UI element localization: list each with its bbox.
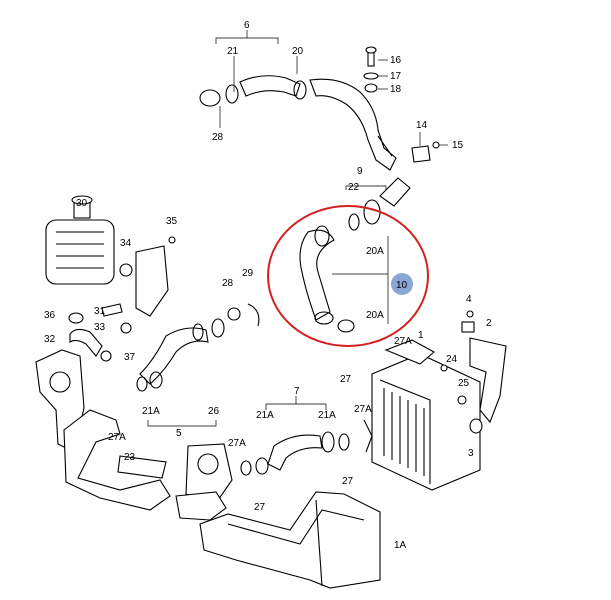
label-1: 1 (418, 330, 424, 341)
label-27A-left: 27A (108, 432, 126, 443)
label-5: 5 (176, 428, 182, 439)
label-37: 37 (124, 352, 136, 363)
label-30: 30 (76, 198, 88, 209)
label-7: 7 (294, 386, 300, 397)
callout-labels: 6 21 20 28 16 17 18 14 15 9 22 20A 10 20… (44, 20, 492, 551)
label-20A-lower: 20A (366, 310, 384, 321)
label-29: 29 (242, 268, 254, 279)
label-23: 23 (124, 452, 136, 463)
label-3: 3 (468, 448, 474, 459)
group-6-bracket (215, 30, 298, 128)
label-34: 34 (120, 238, 132, 249)
intercooler-1 (371, 339, 481, 491)
label-36: 36 (44, 310, 56, 321)
label-10: 10 (396, 280, 408, 291)
clip-14-15 (411, 132, 448, 163)
callout-badge-10 (391, 273, 413, 295)
label-15: 15 (452, 140, 464, 151)
label-20A-upper: 20A (366, 246, 384, 257)
label-21A-r2: 21A (318, 410, 336, 421)
label-21A-r1: 21A (256, 410, 274, 421)
charge-pipe-upper (199, 75, 397, 171)
label-22: 22 (348, 182, 360, 193)
label-14: 14 (416, 120, 428, 131)
label-31: 31 (94, 306, 106, 317)
label-25: 25 (458, 378, 470, 389)
label-27-right: 27 (340, 374, 352, 385)
label-35: 35 (166, 216, 178, 227)
small-parts-31-37 (68, 303, 132, 362)
label-17: 17 (390, 71, 402, 82)
label-18: 18 (390, 84, 402, 95)
label-28-mid: 28 (222, 278, 234, 289)
label-4: 4 (466, 294, 472, 305)
pipe-group-7 (240, 396, 373, 476)
bolt-16-17-18 (363, 46, 388, 93)
label-27A-right: 27A (394, 336, 412, 347)
resonator-30 (45, 195, 115, 285)
pipe-group-5 (136, 303, 260, 427)
bracket-2-4-24-25 (440, 310, 507, 434)
hose-group-9-22 (345, 177, 411, 231)
air-duct-1A (199, 491, 381, 589)
label-21A-mid: 21A (142, 406, 160, 417)
label-6: 6 (244, 20, 250, 31)
label-27A-r3: 27A (228, 438, 246, 449)
label-27A-r4: 27A (354, 404, 372, 415)
bracket-34-35 (119, 236, 176, 317)
label-27-lower-right: 27 (342, 476, 354, 487)
label-1A: 1A (394, 540, 407, 551)
label-24: 24 (446, 354, 458, 365)
label-28: 28 (212, 132, 224, 143)
label-16: 16 (390, 55, 402, 66)
hose-10 (299, 225, 389, 333)
highlight-ring (267, 205, 429, 347)
label-32: 32 (44, 334, 56, 345)
label-27-lower-left: 27 (254, 502, 266, 513)
label-9: 9 (357, 166, 363, 177)
label-2: 2 (486, 318, 492, 329)
label-33: 33 (94, 322, 106, 333)
label-20: 20 (292, 46, 304, 57)
label-21: 21 (227, 46, 239, 57)
turbo-and-manifold-left (35, 349, 171, 511)
label-26: 26 (208, 406, 220, 417)
turbo-right (175, 443, 233, 521)
